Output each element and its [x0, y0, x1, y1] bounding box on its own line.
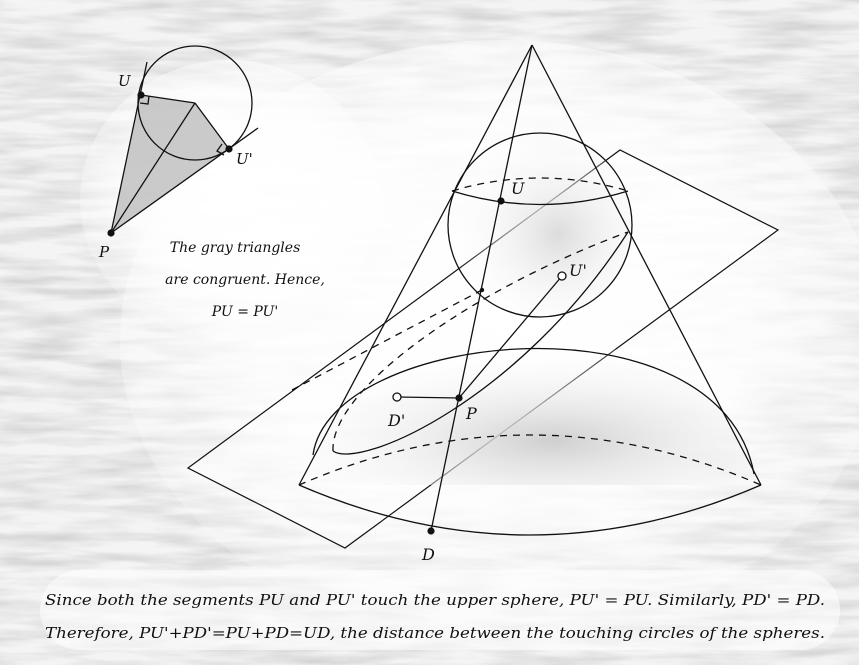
inset-gray-triangle-upper: [111, 95, 195, 233]
main-point-u-prime: [557, 271, 567, 281]
tangency-point: [479, 287, 485, 293]
inset-center-to-p: [110, 102, 196, 234]
main-point-u: [497, 197, 505, 205]
inset-radius-u-prime: [194, 102, 230, 150]
main-point-p: [455, 394, 463, 402]
inset-label-u-prime: U': [236, 150, 253, 168]
main-label-d-prime: D': [387, 411, 405, 430]
segment-p-u-prime: [458, 275, 563, 399]
upper-sphere: [447, 132, 633, 318]
inset-note-line-2: are congruent. Hence,: [165, 272, 325, 288]
main-label-p: P: [465, 404, 477, 423]
segment-p-d-prime: [396, 396, 460, 399]
inset-radius-u: [140, 94, 196, 104]
inset-note-line-3: PU = PU': [211, 304, 278, 320]
main-label-d: D: [421, 545, 435, 564]
inset-right-angle-u-prime: [216, 143, 225, 156]
lower-sphere-dome: [300, 338, 760, 485]
inset-figure: [110, 45, 259, 234]
cone-base-back: [298, 434, 762, 486]
caption-line-2: Therefore, PU'+PD'=PU+PD=UD, the distanc…: [45, 624, 825, 642]
inset-point-u: [137, 91, 145, 99]
upper-sphere-contact-circle-back: [451, 177, 629, 192]
inset-right-angle-u: [139, 95, 150, 105]
inset-label-u: U: [118, 72, 132, 90]
caption-glow: [40, 570, 840, 650]
plane-inner-line: [291, 289, 483, 391]
main-point-d: [427, 527, 435, 535]
inset-point-u-prime: [225, 145, 233, 153]
lower-sphere-outline: [312, 347, 755, 475]
main-label-u-prime: U': [569, 261, 587, 280]
inset-tangent-upper: [110, 61, 148, 234]
section-ellipse-back: [332, 231, 629, 452]
inset-note-line-1: The gray triangles: [170, 240, 301, 256]
inset-tangent-lower: [110, 127, 259, 234]
upper-sphere-shading: [448, 133, 632, 317]
inset-points: [107, 91, 233, 237]
cone-base-front: [298, 484, 762, 536]
caption-line-1: Since both the segments PU and PU' touch…: [45, 591, 825, 609]
cone-and-spheres: [291, 44, 762, 536]
inset-label-p: P: [98, 243, 110, 261]
main-points: [392, 197, 567, 535]
cone-side-left: [298, 44, 533, 486]
upper-sphere-contact-circle-front: [451, 190, 629, 206]
inset-point-p: [107, 229, 115, 237]
inset-gray-triangle-lower: [111, 103, 229, 233]
main-point-d-prime: [392, 392, 402, 402]
main-label-u: U: [511, 179, 525, 198]
section-ellipse-front: [332, 231, 629, 455]
